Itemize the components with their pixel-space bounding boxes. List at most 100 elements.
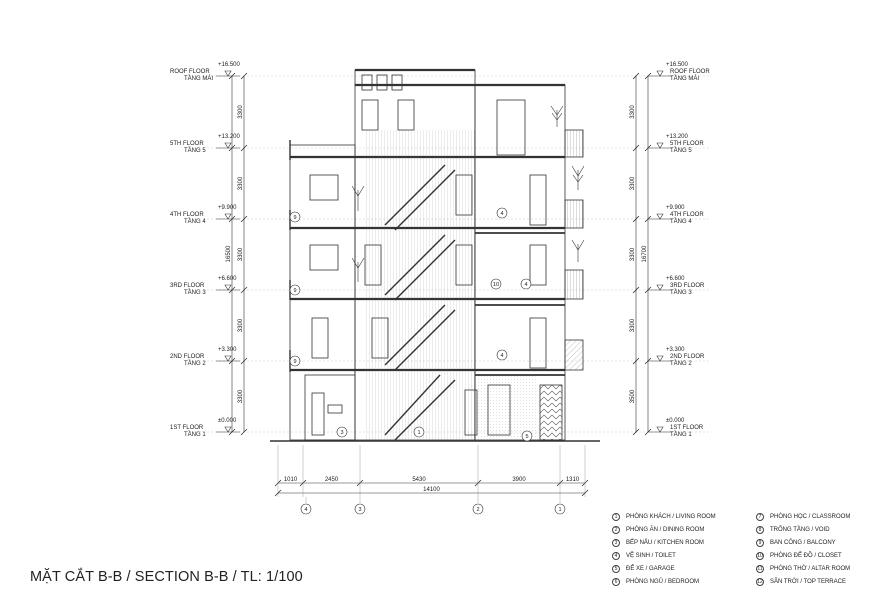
dimension-value: 2450: [325, 477, 339, 483]
legend-number: 5: [612, 565, 620, 573]
dimension-value: 1010: [284, 477, 298, 483]
level-marker-icon: [224, 284, 232, 291]
dimension-value: 3300: [630, 318, 636, 332]
dimension-value: 3300: [238, 105, 244, 119]
level-name-en: 3RD FLOOR: [670, 283, 705, 289]
stair-flights: [384, 164, 456, 441]
dimension-tick: [240, 286, 248, 294]
dimension-tick: [581, 489, 589, 497]
level-name-en: 4TH FLOOR: [670, 212, 704, 218]
dimension-tick: [632, 286, 640, 294]
dimension-tick: [644, 72, 652, 80]
level-name-vi: TẦNG 5: [184, 147, 206, 154]
level-marker-icon: [656, 70, 664, 77]
grid-label: 4: [304, 507, 307, 513]
grid-label: 2: [476, 507, 479, 513]
room-tag-label: 4: [500, 211, 503, 217]
level-name-vi: TẦNG 3: [184, 289, 206, 296]
level-name-en: ROOF FLOOR: [670, 69, 710, 75]
dimension-tick: [240, 72, 248, 80]
room-tag-label: 9: [293, 215, 296, 221]
level-marker-icon: [656, 213, 664, 220]
dimension-tick: [228, 215, 236, 223]
dimension-tick: [228, 428, 236, 436]
legend-text: BAN CÔNG / BALCONY: [770, 540, 836, 546]
balcony-railings: [564, 129, 584, 371]
level-marker-icon: [224, 426, 232, 433]
dimension-value: 3300: [238, 176, 244, 190]
dimension-value: 3300: [630, 105, 636, 119]
dimension-tick: [632, 215, 640, 223]
level-name-en: 2ND FLOOR: [670, 354, 705, 360]
dimension-value: 3300: [238, 318, 244, 332]
legend-text: TRỐNG TẦNG / VOID: [770, 527, 830, 533]
level-name-vi: TẦNG 5: [670, 147, 692, 154]
level-name-en: 5TH FLOOR: [170, 141, 204, 147]
dimension-value: 1310: [566, 477, 580, 483]
legend-number: 6: [612, 578, 620, 586]
room-tag-circle: [289, 211, 301, 223]
room-tag-label: 9: [293, 288, 296, 294]
level-marker-icon: [656, 355, 664, 362]
dimension-tick: [228, 357, 236, 365]
dimension-tick: [644, 286, 652, 294]
dimension-total: 16700: [642, 245, 648, 262]
dimension-tick: [228, 286, 236, 294]
dimension-tick: [632, 144, 640, 152]
level-name-en: 3RD FLOOR: [170, 283, 205, 289]
dimension-total: 16500: [226, 245, 232, 262]
dimension-tick: [632, 72, 640, 80]
dimension-tick: [632, 357, 640, 365]
level-elevation: +13.200: [218, 134, 241, 140]
level-name-en: 1ST FLOOR: [670, 425, 704, 431]
level-name-en: 1ST FLOOR: [170, 425, 204, 431]
level-name-vi: TẦNG 1: [184, 431, 206, 438]
room-tag-circle: [336, 426, 348, 438]
room-tag-circle: [496, 207, 508, 219]
legend-number: 8: [756, 526, 764, 534]
dimension-tick: [644, 144, 652, 152]
room-tag-circle: [289, 284, 301, 296]
level-marker-icon: [656, 284, 664, 291]
legend-text: VỆ SINH / TOILET: [626, 553, 676, 559]
room-tag-circle: [413, 426, 425, 438]
kitchen-outline: [304, 374, 356, 441]
legend-number: 10: [756, 552, 764, 560]
room-tag-circle: [289, 355, 301, 367]
level-name-en: 4TH FLOOR: [170, 212, 204, 218]
legend-number: 1: [612, 513, 620, 521]
legend-text: PHÒNG HỌC / CLASSROOM: [770, 514, 851, 520]
level-elevation: +6.600: [218, 276, 237, 282]
level-name-en: ROOF FLOOR: [170, 69, 210, 75]
legend-number: 9: [756, 539, 764, 547]
legend-item: 7 PHÒNG HỌC / CLASSROOM: [756, 513, 850, 521]
level-name-en: 2ND FLOOR: [170, 354, 205, 360]
legend-number: 12: [756, 578, 764, 586]
level-name-vi: TẦNG 1: [670, 431, 692, 438]
dimension-value: 3300: [238, 247, 244, 261]
grid-bubble: [554, 503, 566, 515]
level-elevation: +16.500: [666, 62, 689, 68]
grid-label: 1: [558, 507, 561, 513]
central-windows: [361, 74, 415, 359]
drawing-title: MẶT CẮT B-B / SECTION B-B / TL: 1/100: [30, 569, 303, 585]
legend-number: 3: [612, 539, 620, 547]
legend-text: ĐỂ XE / GARAGE: [626, 566, 675, 572]
legend-number: 7: [756, 513, 764, 521]
level-name-vi: TẦNG 3: [670, 289, 692, 296]
dimension-value: 5430: [412, 477, 426, 483]
legend-item: 9 BAN CÔNG / BALCONY: [756, 539, 836, 547]
grid-bubble: [354, 503, 366, 515]
level-marker-icon: [224, 213, 232, 220]
right-split-slabs: [475, 156, 565, 376]
dimension-tick: [632, 428, 640, 436]
